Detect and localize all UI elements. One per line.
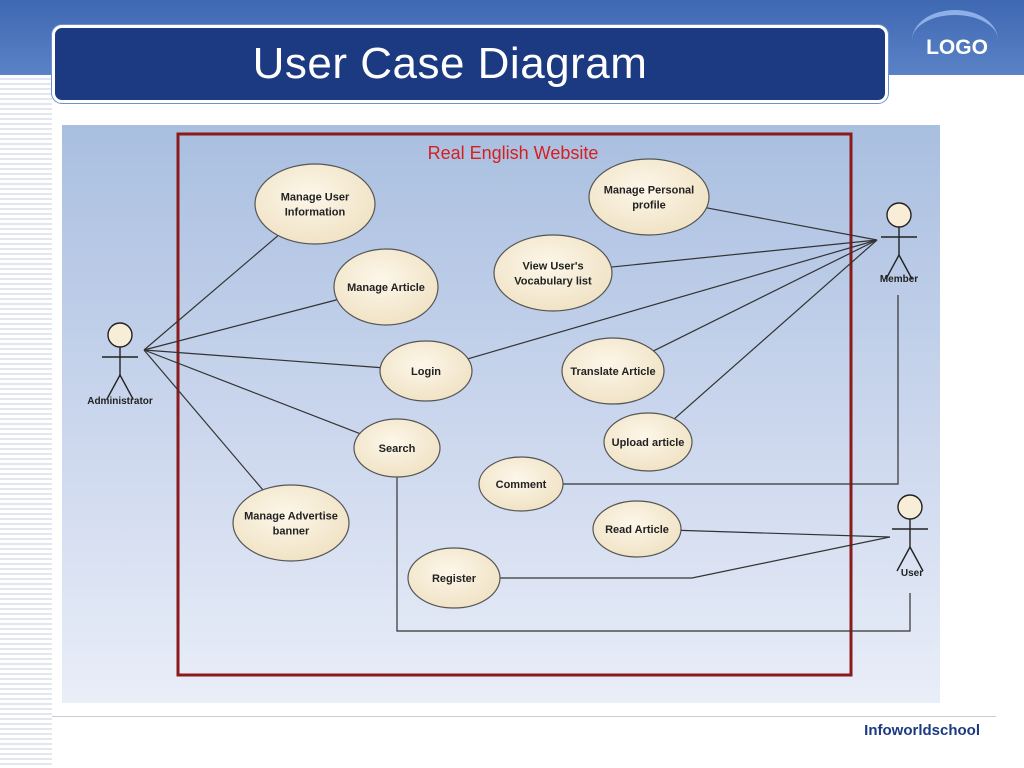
use-case-ellipse [588, 158, 710, 236]
use-case-label: Translate Article [570, 366, 655, 378]
use-case-label: View User's [522, 261, 583, 273]
use-case-comment: Comment [478, 456, 564, 512]
use-case-manage-personal-profile: Manage Personal profile [588, 158, 710, 236]
association-user-search [396, 477, 911, 632]
use-case-manage-article: Manage Article [333, 248, 439, 326]
use-case-ellipse [493, 234, 613, 312]
use-case-label: Information [285, 207, 346, 219]
association-member-upload-article [673, 239, 878, 420]
use-case-label: Manage Advertise [244, 511, 338, 523]
footer-text: Infoworldschool [864, 722, 980, 739]
stick-figure-icon [102, 322, 138, 400]
use-case-ellipse [561, 337, 665, 405]
association-member-comment [563, 295, 899, 485]
association-member-view-users-vocabulary-list [611, 239, 878, 268]
association-member-translate-article [653, 239, 878, 352]
stick-figure-icon [881, 202, 917, 280]
actor-label: Administrator [87, 396, 153, 407]
stick-figure-icon [892, 494, 928, 572]
use-case-ellipse [603, 412, 693, 472]
title-box: User Case Diagram [52, 25, 888, 103]
use-case-search: Search [353, 418, 441, 478]
use-case-label: Register [432, 573, 477, 585]
use-case-label: Upload article [612, 437, 685, 449]
use-case-translate-article: Translate Article [561, 337, 665, 405]
use-case-label: Manage User [281, 192, 350, 204]
association-member-manage-personal-profile [706, 207, 878, 241]
actor-label: Member [880, 274, 918, 285]
use-case-label: Vocabulary list [514, 276, 592, 288]
use-case-label: Read Article [605, 524, 669, 536]
use-case-manage-advertise-banner: Manage Advertise banner [232, 484, 350, 562]
diagram-canvas: Real English Website Manage UserInformat… [62, 125, 940, 703]
use-case-ellipse [353, 418, 441, 478]
logo-arc-icon [912, 10, 998, 70]
system-name: Real English Website [428, 143, 599, 163]
use-case-read-article: Read Article [592, 500, 682, 558]
association-user-register [500, 536, 891, 579]
use-case-ellipse [232, 484, 350, 562]
association-member-login [467, 239, 878, 360]
logo: LOGO [912, 10, 1002, 72]
use-case-label: Search [379, 443, 416, 455]
association-administrator-manage-article [143, 299, 338, 351]
use-case-ellipse [478, 456, 564, 512]
logo-text: LOGO [926, 36, 988, 59]
association-user-read-article [680, 529, 891, 538]
use-case-ellipse [379, 340, 473, 402]
association-administrator-manage-user-information [143, 235, 279, 351]
slide-title: User Case Diagram [252, 39, 648, 88]
actor-member: Member [880, 202, 918, 285]
use-case-label: Manage Article [347, 282, 425, 294]
use-case-label: Login [411, 366, 441, 378]
system-boundary [176, 132, 853, 677]
association-administrator-manage-advertise-banner [143, 349, 264, 491]
use-case-upload-article: Upload article [603, 412, 693, 472]
use-case-ellipse [254, 163, 376, 245]
actor-user: User [892, 494, 928, 579]
association-administrator-search [143, 349, 360, 435]
use-case-login: Login [379, 340, 473, 402]
use-case-label: Comment [496, 479, 547, 491]
use-case-ellipse [592, 500, 682, 558]
use-case-ellipse [407, 547, 501, 609]
left-stripe-decoration [0, 75, 52, 768]
use-case-label: profile [632, 200, 666, 212]
actor-label: User [901, 568, 923, 579]
use-case-ellipse [333, 248, 439, 326]
actor-administrator: Administrator [87, 322, 153, 407]
use-case-label: banner [273, 526, 310, 538]
association-administrator-login [143, 349, 381, 369]
footer-divider [52, 716, 996, 717]
use-case-register: Register [407, 547, 501, 609]
diagram-background [62, 125, 940, 703]
use-case-label: Manage Personal [604, 185, 694, 197]
